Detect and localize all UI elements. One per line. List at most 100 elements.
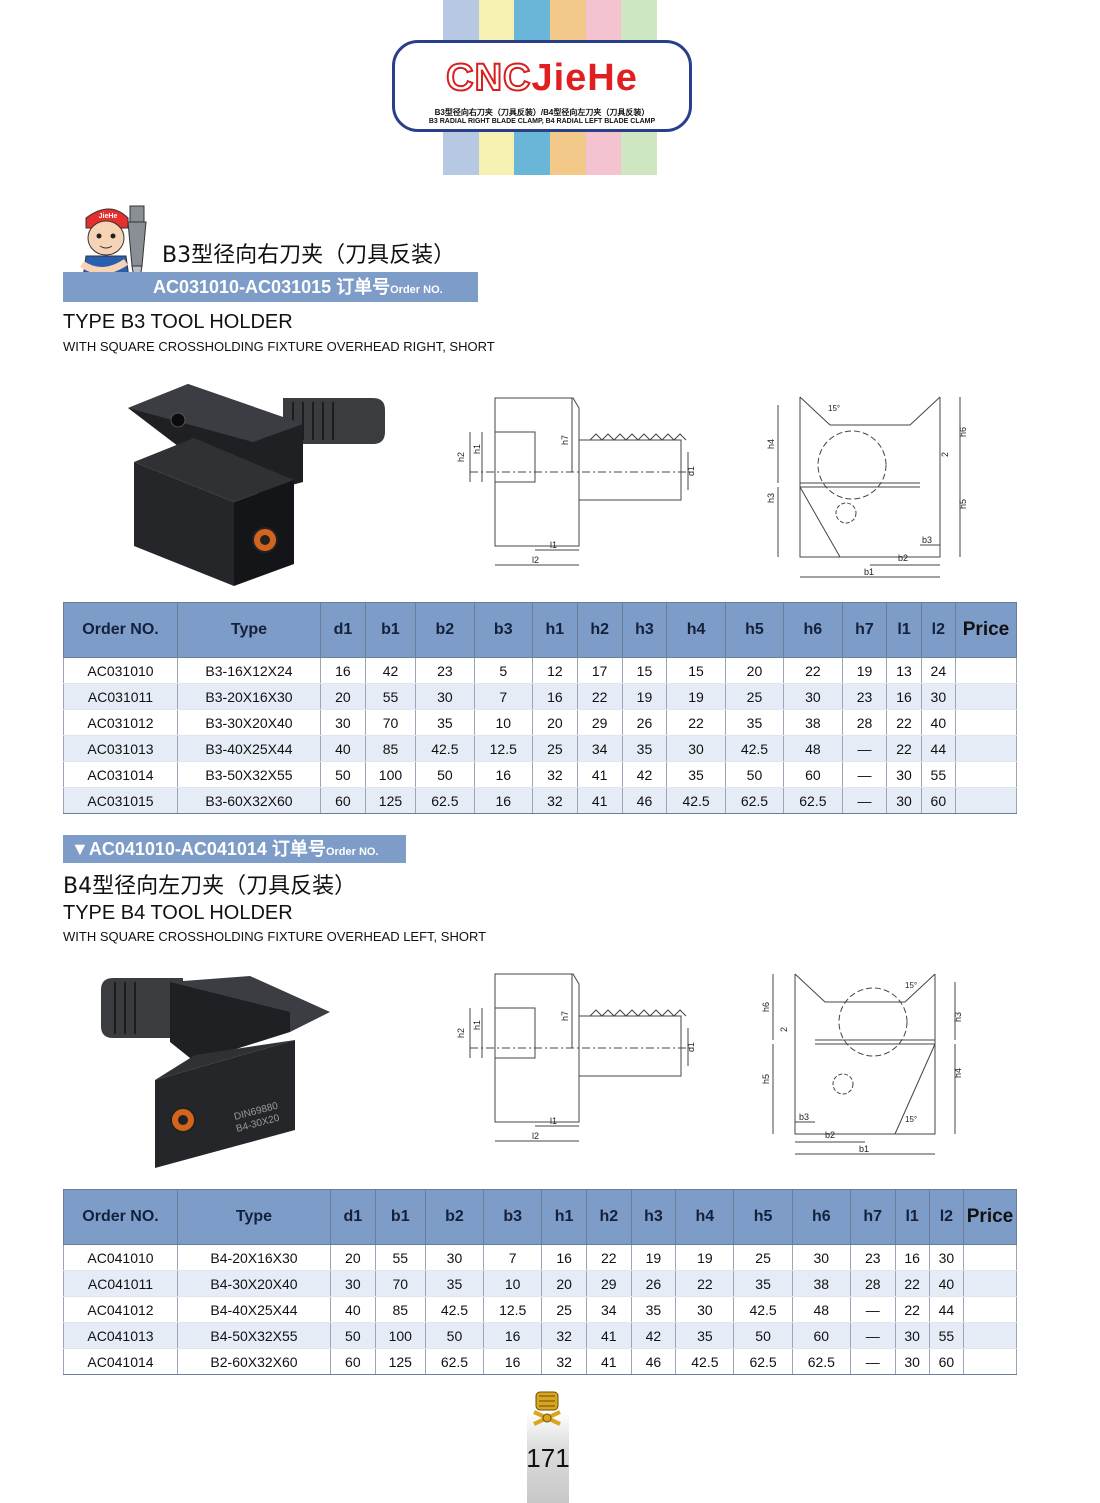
logo-subtitle-en: B3 RADIAL RIGHT BLADE CLAMP, B4 RADIAL L… (428, 118, 656, 125)
table-cell: 22 (894, 1296, 930, 1323)
table-cell: 44 (920, 735, 957, 762)
table-cell: B2-60X32X60 (177, 1348, 331, 1375)
table-cell: 35 (675, 1322, 735, 1349)
table-cell: B4-30X20X40 (177, 1270, 331, 1297)
table-header-row: Order NO. Type d1 b1 b2 b3 h1 h2 h3 h4 h… (63, 602, 1017, 658)
table-cell: 30 (675, 1296, 735, 1323)
table-cell: 125 (374, 1348, 426, 1375)
table-cell: 12 (531, 657, 578, 684)
b4-label-angle-top: 15° (905, 981, 917, 990)
table-cell: 125 (364, 787, 417, 814)
table-cell: — (849, 1348, 896, 1375)
table-cell: 25 (733, 1244, 793, 1271)
col-h5: h5 (724, 602, 785, 658)
table-cell: 60 (928, 1348, 965, 1375)
b3-label-h5: h5 (958, 499, 968, 509)
table-cell: 35 (630, 1296, 677, 1323)
b3-side-drawing: h2 h1 h7 d1 l1 l2 (456, 397, 696, 566)
table-cell: 62.5 (424, 1348, 485, 1375)
table-cell: 60 (791, 1322, 851, 1349)
table-cell: 30 (920, 683, 957, 710)
table-cell: B3-50X32X55 (177, 761, 321, 788)
col-price: Price (963, 1189, 1017, 1245)
b3-front-drawing: h4 h3 h6 h5 2 15° b3 b2 b1 (766, 396, 968, 578)
table-cell: 16 (473, 787, 533, 814)
b4-label-l2: l2 (532, 1131, 539, 1141)
table-cell: 32 (541, 1322, 587, 1349)
table-cell: AC031013 (63, 735, 178, 762)
table-cell: 30 (928, 1244, 965, 1271)
table-cell: 30 (886, 787, 922, 814)
table-cell: 62.5 (733, 1348, 793, 1375)
table-cell: 41 (585, 1322, 632, 1349)
table-cell: 20 (541, 1270, 587, 1297)
table-cell: 35 (424, 1270, 485, 1297)
table-cell: 20 (330, 1244, 376, 1271)
col-h6: h6 (783, 602, 843, 658)
b4-product-photo: DIN69880 B4-30X20 (101, 976, 330, 1168)
b3-label-b2: b2 (898, 553, 908, 563)
b4-label-d1: d1 (686, 1042, 696, 1052)
table-cell: 50 (415, 761, 475, 788)
table-cell: 35 (724, 709, 785, 736)
table-cell: 7 (483, 1244, 543, 1271)
table-cell: 60 (320, 787, 366, 814)
table-cell: 48 (791, 1296, 851, 1323)
table-cell: 42.5 (666, 787, 726, 814)
table-cell: 28 (849, 1270, 896, 1297)
brand-logo: CNCJieHe B3型径向右刀夹（刀具反装）/B4型径向左刀夹（刀具反装） B… (392, 40, 692, 132)
table-cell: 50 (330, 1322, 376, 1349)
b4-label-b1: b1 (859, 1144, 869, 1154)
col-h5: h5 (733, 1189, 793, 1245)
col-h7: h7 (841, 602, 888, 658)
table-cell: 62.5 (415, 787, 475, 814)
table-cell: AC031010 (63, 657, 178, 684)
table-cell: 50 (424, 1322, 485, 1349)
table-cell: 62.5 (791, 1348, 851, 1375)
b4-order-range: ▼AC041010-AC041014 订单号 (71, 839, 326, 859)
table-cell (963, 1244, 1017, 1271)
table-cell: — (841, 761, 888, 788)
table-cell: 55 (920, 761, 957, 788)
table-cell: 20 (320, 683, 366, 710)
table-cell: B3-60X32X60 (177, 787, 321, 814)
b3-label-b1: b1 (864, 567, 874, 577)
table-cell: 15 (666, 657, 726, 684)
table-cell: 62.5 (783, 787, 843, 814)
col-b3: b3 (473, 602, 533, 658)
table-cell: 35 (415, 709, 475, 736)
col-h2: h2 (576, 602, 623, 658)
table-cell: 30 (666, 735, 726, 762)
b4-title-en: TYPE B4 TOOL HOLDER (63, 902, 293, 924)
b4-title-cn: B4型径向左刀夹（刀具反装） (63, 874, 357, 899)
b3-order-range: AC031010-AC031015 订单号 (153, 277, 391, 297)
table-cell: 35 (666, 761, 726, 788)
table-cell: 19 (841, 657, 888, 684)
table-cell: 40 (330, 1296, 376, 1323)
table-cell: 42.5 (733, 1296, 793, 1323)
table-cell: 60 (783, 761, 843, 788)
b4-front-drawing: h6 h5 h3 h4 2 15° 15° b3 b2 b1 (761, 973, 963, 1155)
table-cell: 23 (849, 1244, 896, 1271)
col-l1: l1 (894, 1189, 930, 1245)
b4-label-h7: h7 (560, 1011, 570, 1021)
table-cell: 22 (783, 657, 843, 684)
b3-label-h4: h4 (766, 439, 776, 449)
table-cell: 41 (585, 1348, 632, 1375)
table-cell: 20 (531, 709, 578, 736)
table-cell: B3-40X25X44 (177, 735, 321, 762)
page-number-backdrop (527, 1412, 569, 1503)
table-header-row: Order NO. Type d1 b1 b2 b3 h1 h2 h3 h4 h… (63, 1189, 1017, 1245)
table-cell: 16 (541, 1244, 587, 1271)
table-cell: 30 (886, 761, 922, 788)
table-cell: AC031012 (63, 709, 178, 736)
table-cell: AC041013 (63, 1322, 178, 1349)
table-cell: 50 (320, 761, 366, 788)
table-cell: 85 (374, 1296, 426, 1323)
